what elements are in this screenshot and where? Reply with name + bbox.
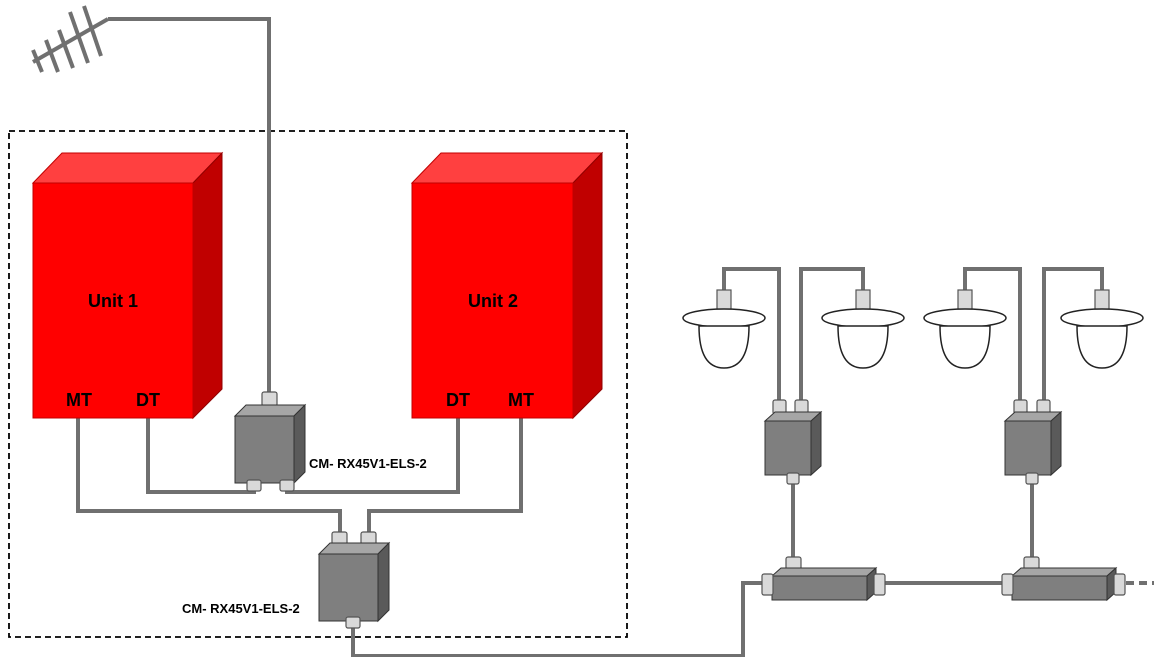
combiner-2-label: CM- RX45V1-ELS-2 [182, 601, 300, 616]
antenna-cable [108, 17, 271, 393]
combiner-1-side [293, 403, 306, 485]
connector-icon [246, 479, 262, 492]
tap-2 [1001, 556, 1126, 602]
tap-2-body [1011, 575, 1108, 601]
cable-dome1 [722, 267, 781, 400]
tap-1 [761, 556, 886, 602]
cable-unit2-dt [285, 417, 460, 494]
dome-antenna-icon [1060, 289, 1144, 369]
combiner-1-top [233, 404, 307, 417]
combiner-1-body [234, 415, 295, 484]
cable-unit1-mt [76, 417, 342, 536]
unit-2-top [410, 152, 604, 184]
combiner-2-body [318, 553, 379, 622]
cable-unit2-mt [367, 417, 523, 536]
dome-antenna-icon [682, 289, 766, 369]
combiner-3-body [764, 420, 812, 476]
unit-2-side [572, 151, 603, 420]
antenna-icon [31, 5, 109, 73]
connector-icon [786, 472, 800, 485]
combiner-2-side [377, 541, 390, 623]
combiner-2: CM- RX45V1-ELS-2 [182, 531, 391, 629]
unit-2-port-dt: DT [446, 390, 470, 410]
combiner-4 [1003, 399, 1063, 485]
connector-icon [1025, 472, 1039, 485]
unit-1-side [192, 151, 223, 420]
combiner-2-top [317, 542, 391, 555]
enclosure-boundary [8, 130, 628, 638]
connector-icon [279, 479, 295, 492]
unit-2-front [411, 182, 574, 419]
unit-1-front [32, 182, 194, 419]
combiner-1: CM- RX45V1-ELS-2 [233, 391, 427, 492]
connector-icon [873, 573, 886, 596]
unit-1-port-dt: DT [136, 390, 160, 410]
connector-icon [1001, 573, 1014, 596]
cable-main-feed [351, 581, 772, 657]
cable-dome4 [1042, 267, 1104, 400]
unit-1-label: Unit 1 [88, 291, 138, 311]
connector-icon [761, 573, 774, 596]
tap-1-top [770, 567, 878, 577]
connector-icon [1113, 573, 1126, 596]
combiner-4-side [1050, 410, 1062, 477]
cables [76, 17, 1154, 657]
unit-1-port-mt: MT [66, 390, 92, 410]
combiner-1-label: CM- RX45V1-ELS-2 [309, 456, 427, 471]
connector-icon [261, 391, 278, 407]
tap-2-top [1010, 567, 1118, 577]
connector-icon [345, 616, 361, 629]
unit-1-top [31, 152, 224, 184]
unit-2-port-mt: MT [508, 390, 534, 410]
dome-antenna-icon [923, 289, 1007, 369]
unit-2: Unit 2 DT MT [410, 151, 604, 420]
cable-dome3 [963, 267, 1022, 400]
combiner-4-body [1004, 420, 1052, 476]
combiner-3 [763, 399, 823, 485]
tap-1-body [771, 575, 868, 601]
combiner-3-side [810, 410, 822, 477]
unit-1: Unit 1 MT DT [31, 151, 224, 420]
unit-2-label: Unit 2 [468, 291, 518, 311]
cable-dome2 [799, 267, 865, 400]
dome-antenna-icon [821, 289, 905, 369]
